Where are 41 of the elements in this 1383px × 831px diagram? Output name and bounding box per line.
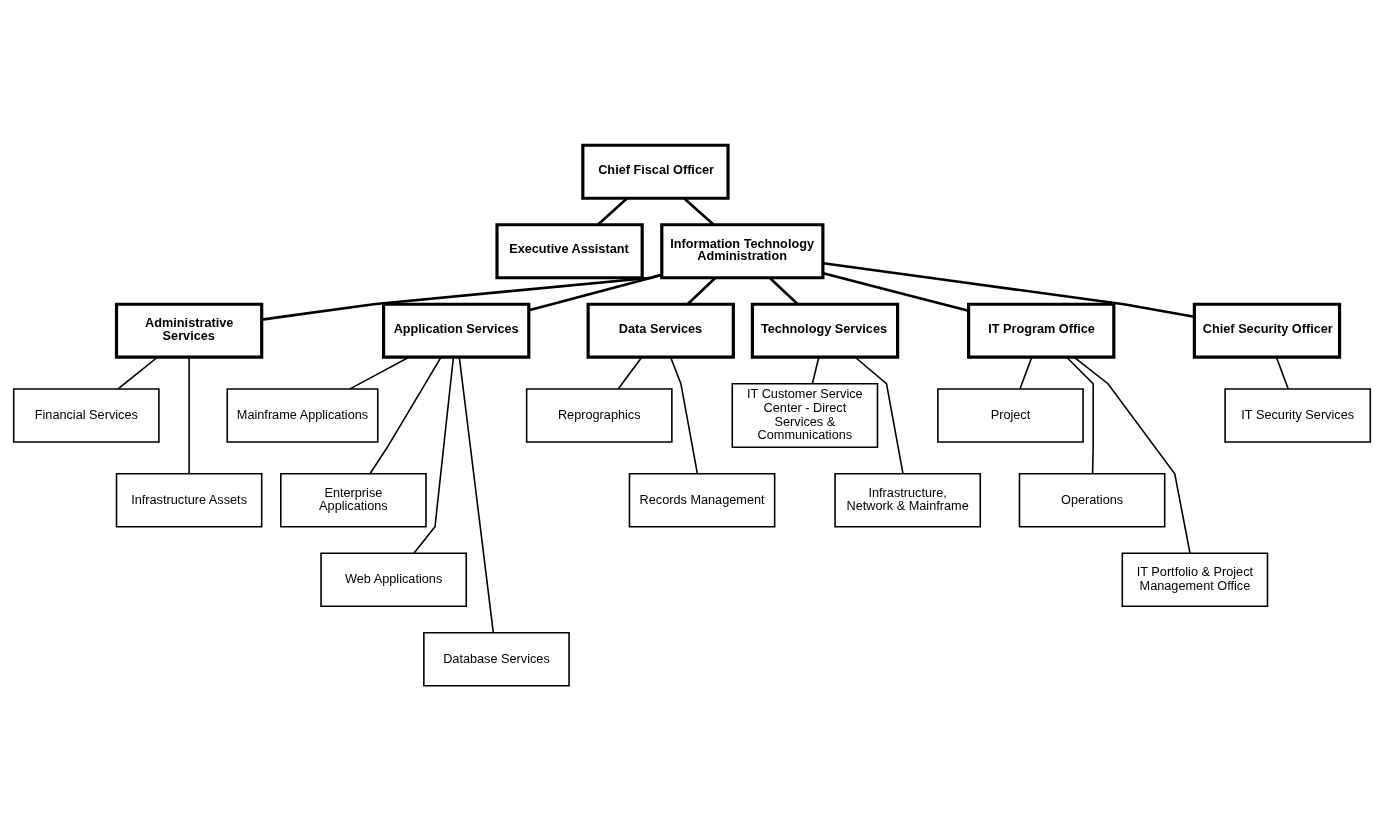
connector — [527, 273, 662, 312]
node-box: Infrastructure Assets — [115, 473, 262, 528]
node-box: IT Portfolio & Project Management Office — [1121, 552, 1268, 608]
connector — [458, 356, 494, 634]
connector — [261, 273, 662, 321]
node-box: Database Services — [422, 631, 570, 687]
connector — [116, 356, 158, 390]
node-box: IT Security Services — [1223, 388, 1371, 443]
node-box: Application Services — [381, 302, 530, 359]
node-box: Administrative Services — [114, 302, 263, 359]
node-box: Operations — [1018, 473, 1165, 528]
node-box: IT Program Office — [966, 302, 1115, 359]
connector — [348, 356, 410, 390]
node-box: Project — [936, 388, 1084, 443]
connector — [1072, 356, 1191, 554]
node-box: Web Applications — [319, 552, 467, 608]
connector — [854, 356, 904, 475]
node-box: Chief Security Officer — [1192, 302, 1341, 359]
node-box: Records Management — [628, 473, 775, 528]
node-box: Enterprise Applications — [279, 473, 427, 528]
node-box: Financial Services — [12, 388, 160, 443]
node-box: Information Technology Administration — [659, 223, 824, 280]
connector — [1018, 356, 1032, 390]
connector — [187, 356, 190, 475]
connector — [822, 262, 1194, 318]
connector — [811, 356, 820, 385]
node-box: Technology Services — [750, 302, 899, 359]
connector — [669, 356, 698, 475]
connector — [368, 356, 442, 475]
node-box: Executive Assistant — [494, 223, 644, 280]
connector — [1275, 356, 1289, 390]
connector — [822, 271, 969, 313]
node-box: Chief Fiscal Officer — [580, 143, 730, 200]
connector — [617, 356, 642, 390]
node-box: IT Customer Service Center - Direct Services & Communications — [730, 382, 878, 449]
connector — [1065, 356, 1094, 475]
connector — [412, 356, 454, 554]
node-box: Infrastructure, Network & Mainframe — [833, 473, 981, 528]
node-box: Reprographics — [525, 388, 673, 443]
node-box: Data Services — [586, 302, 735, 359]
node-box: Mainframe Applications — [225, 388, 379, 443]
